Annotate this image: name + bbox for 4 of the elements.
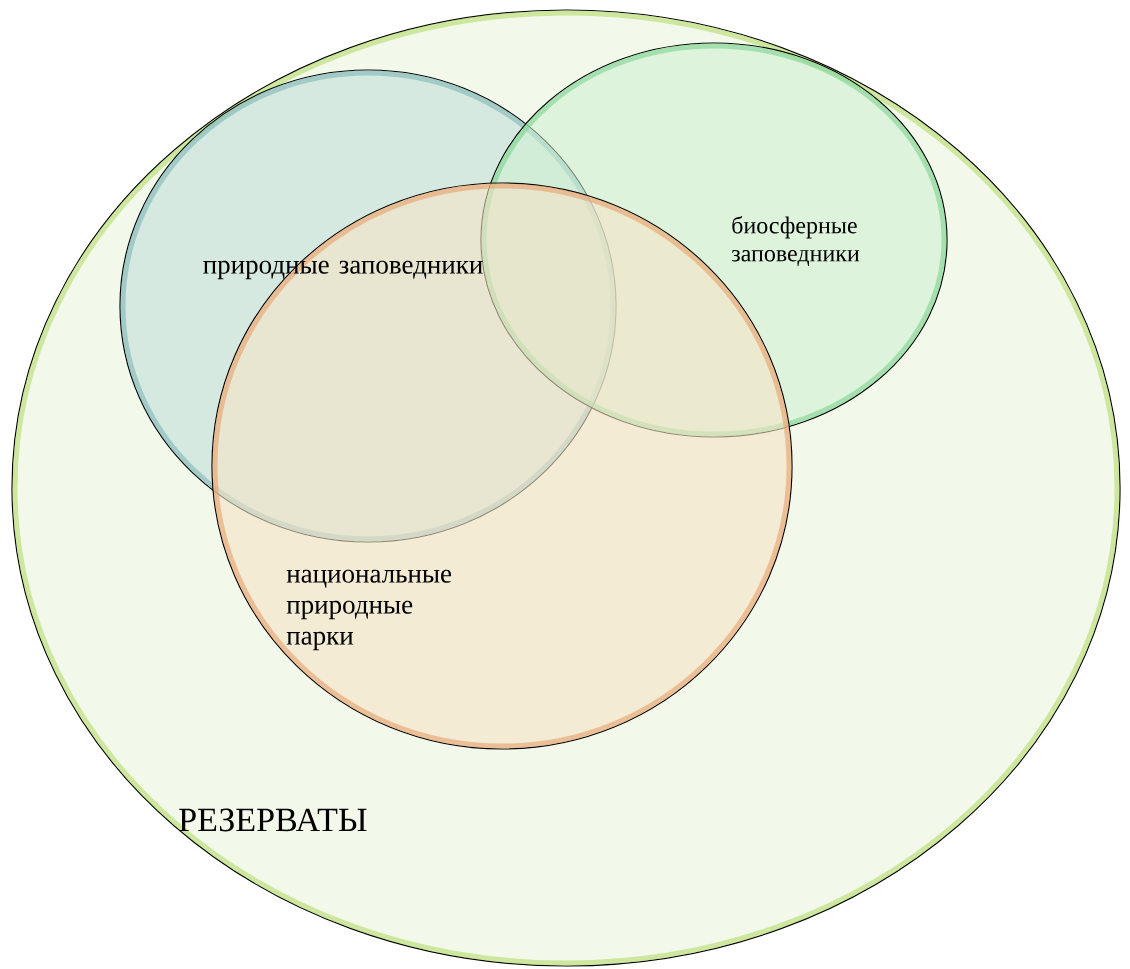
circle-label: биосферные заповедники <box>731 216 860 266</box>
venn-circle <box>11 9 1121 967</box>
circle-label: РЕЗЕРВАТЫ <box>179 808 367 832</box>
circle-label: национальные природные парки <box>286 569 452 651</box>
